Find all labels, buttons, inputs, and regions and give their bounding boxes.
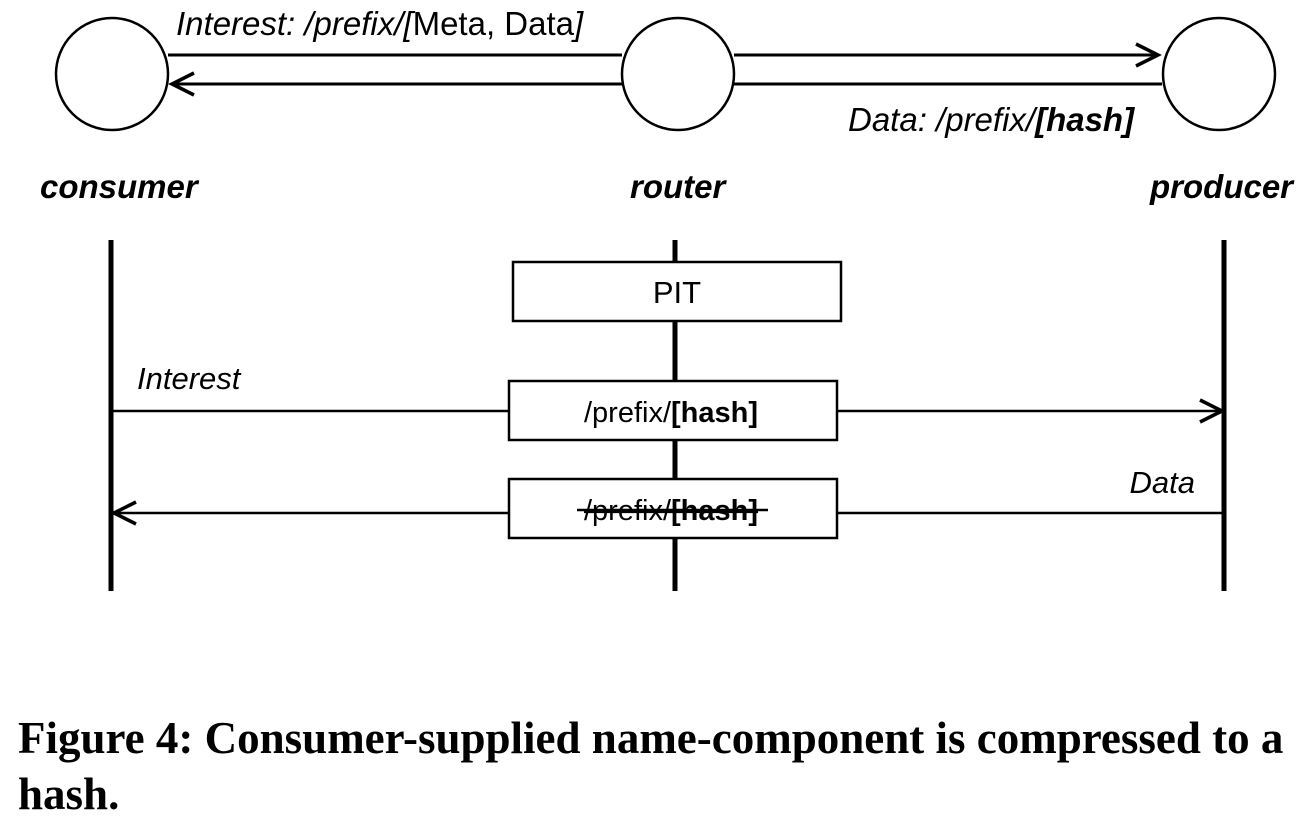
top-data-arrowhead [168, 71, 195, 97]
figure-caption: Figure 4: Consumer-supplied name-compone… [18, 713, 1284, 819]
consumer-label: consumer [40, 168, 200, 205]
top-data-label: Data: /prefix/[hash] [848, 101, 1135, 138]
producer-label: producer [1149, 168, 1295, 205]
top-interest-label: Interest: /prefix/[Meta, Data] [176, 5, 584, 42]
consumer-node [54, 16, 170, 132]
pit-entry-label: /prefix/[hash] [584, 397, 758, 429]
pit-label: PIT [653, 275, 701, 310]
router-node [620, 16, 736, 132]
interest-message-label: Interest [137, 361, 242, 396]
top-interest-arrowhead [1135, 42, 1162, 68]
interest-message-arrowhead [1199, 398, 1226, 424]
data-message-label: Data [1130, 465, 1195, 500]
diagram-canvas: Interest: /prefix/[Meta, Data] Data: /pr… [40, 5, 1295, 591]
producer-node [1161, 16, 1277, 132]
pit-box [511, 260, 843, 323]
pit-entry-removed-box [507, 477, 839, 540]
data-message-arrowhead [110, 500, 137, 526]
pit-entry-box [507, 379, 839, 442]
router-label: router [630, 168, 728, 205]
